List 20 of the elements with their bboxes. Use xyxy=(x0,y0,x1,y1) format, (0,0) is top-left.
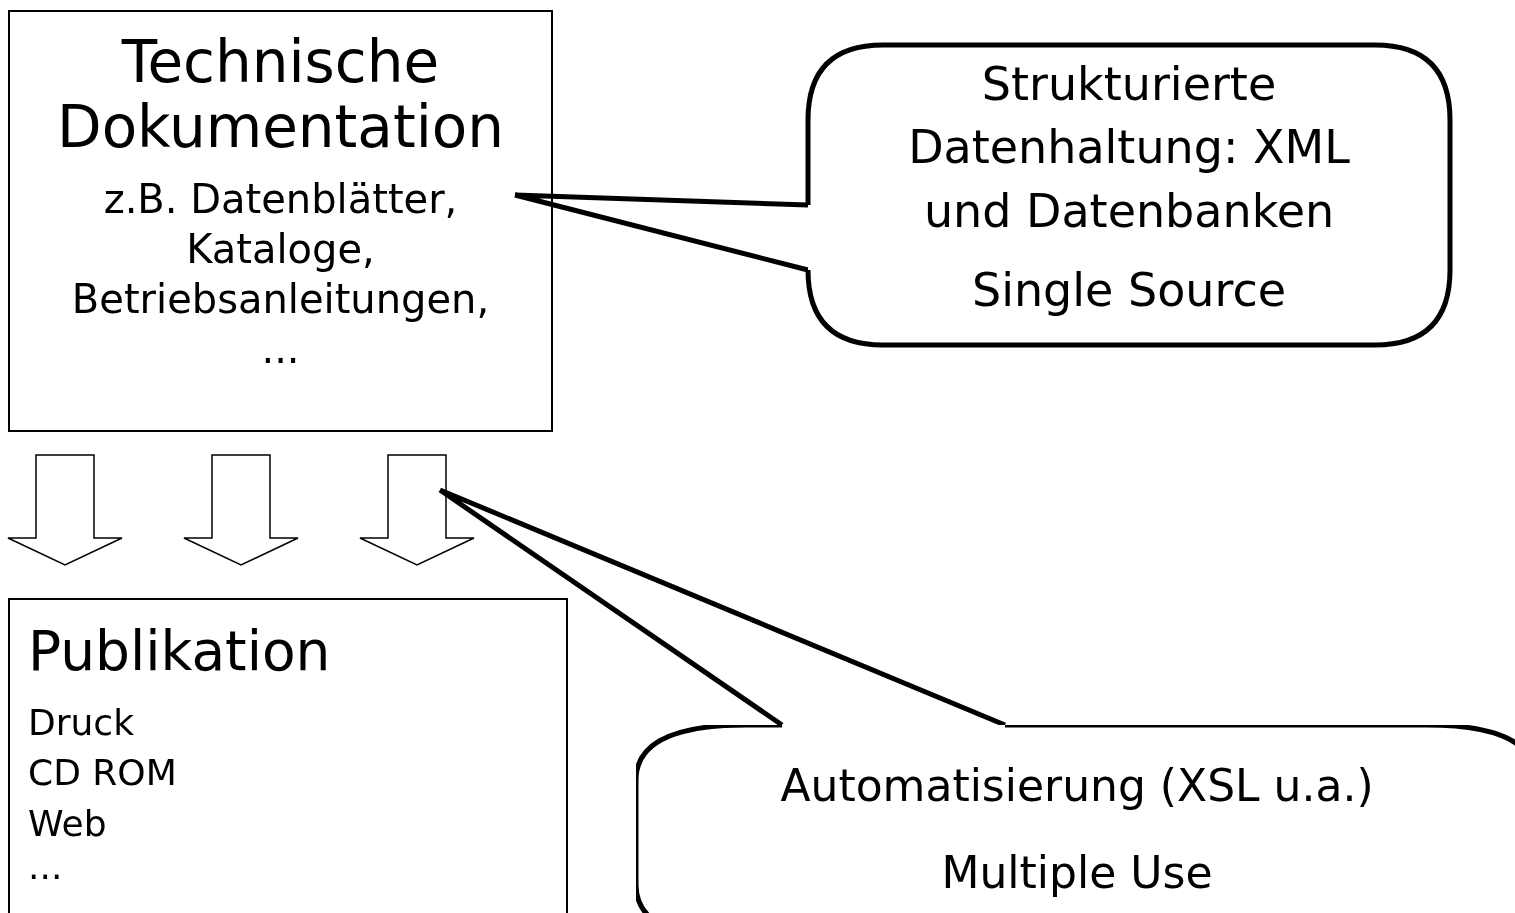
box-heading: Publikation xyxy=(27,618,332,684)
block-arrow xyxy=(359,454,475,566)
list-item: CD ROM xyxy=(27,751,178,796)
block-arrow xyxy=(7,454,123,566)
bubble-text: Multiple Use xyxy=(940,846,1214,901)
speech-bubble xyxy=(808,45,1450,345)
box-text: z.B. Datenblätter, Kataloge, Betriebsanleitungen, ... xyxy=(70,174,491,374)
list-item: ... xyxy=(27,849,64,886)
publication-box xyxy=(8,598,568,913)
bubble-text: Automatisierung (XSL u.a.) xyxy=(779,759,1375,813)
callout-pointer xyxy=(437,487,1008,728)
box-heading: Technische Dokumentation xyxy=(55,30,505,160)
speech-bubble xyxy=(636,725,1515,913)
bubble-text: Strukturierte Datenhaltung: XML und Datenbanken xyxy=(907,56,1351,240)
block-arrow xyxy=(183,454,299,566)
list-item: Web xyxy=(27,801,108,846)
bubble-text: Single Source xyxy=(971,262,1287,320)
list-item: Druck xyxy=(27,701,135,745)
callout-pointer xyxy=(512,192,811,273)
document-box xyxy=(8,10,553,432)
